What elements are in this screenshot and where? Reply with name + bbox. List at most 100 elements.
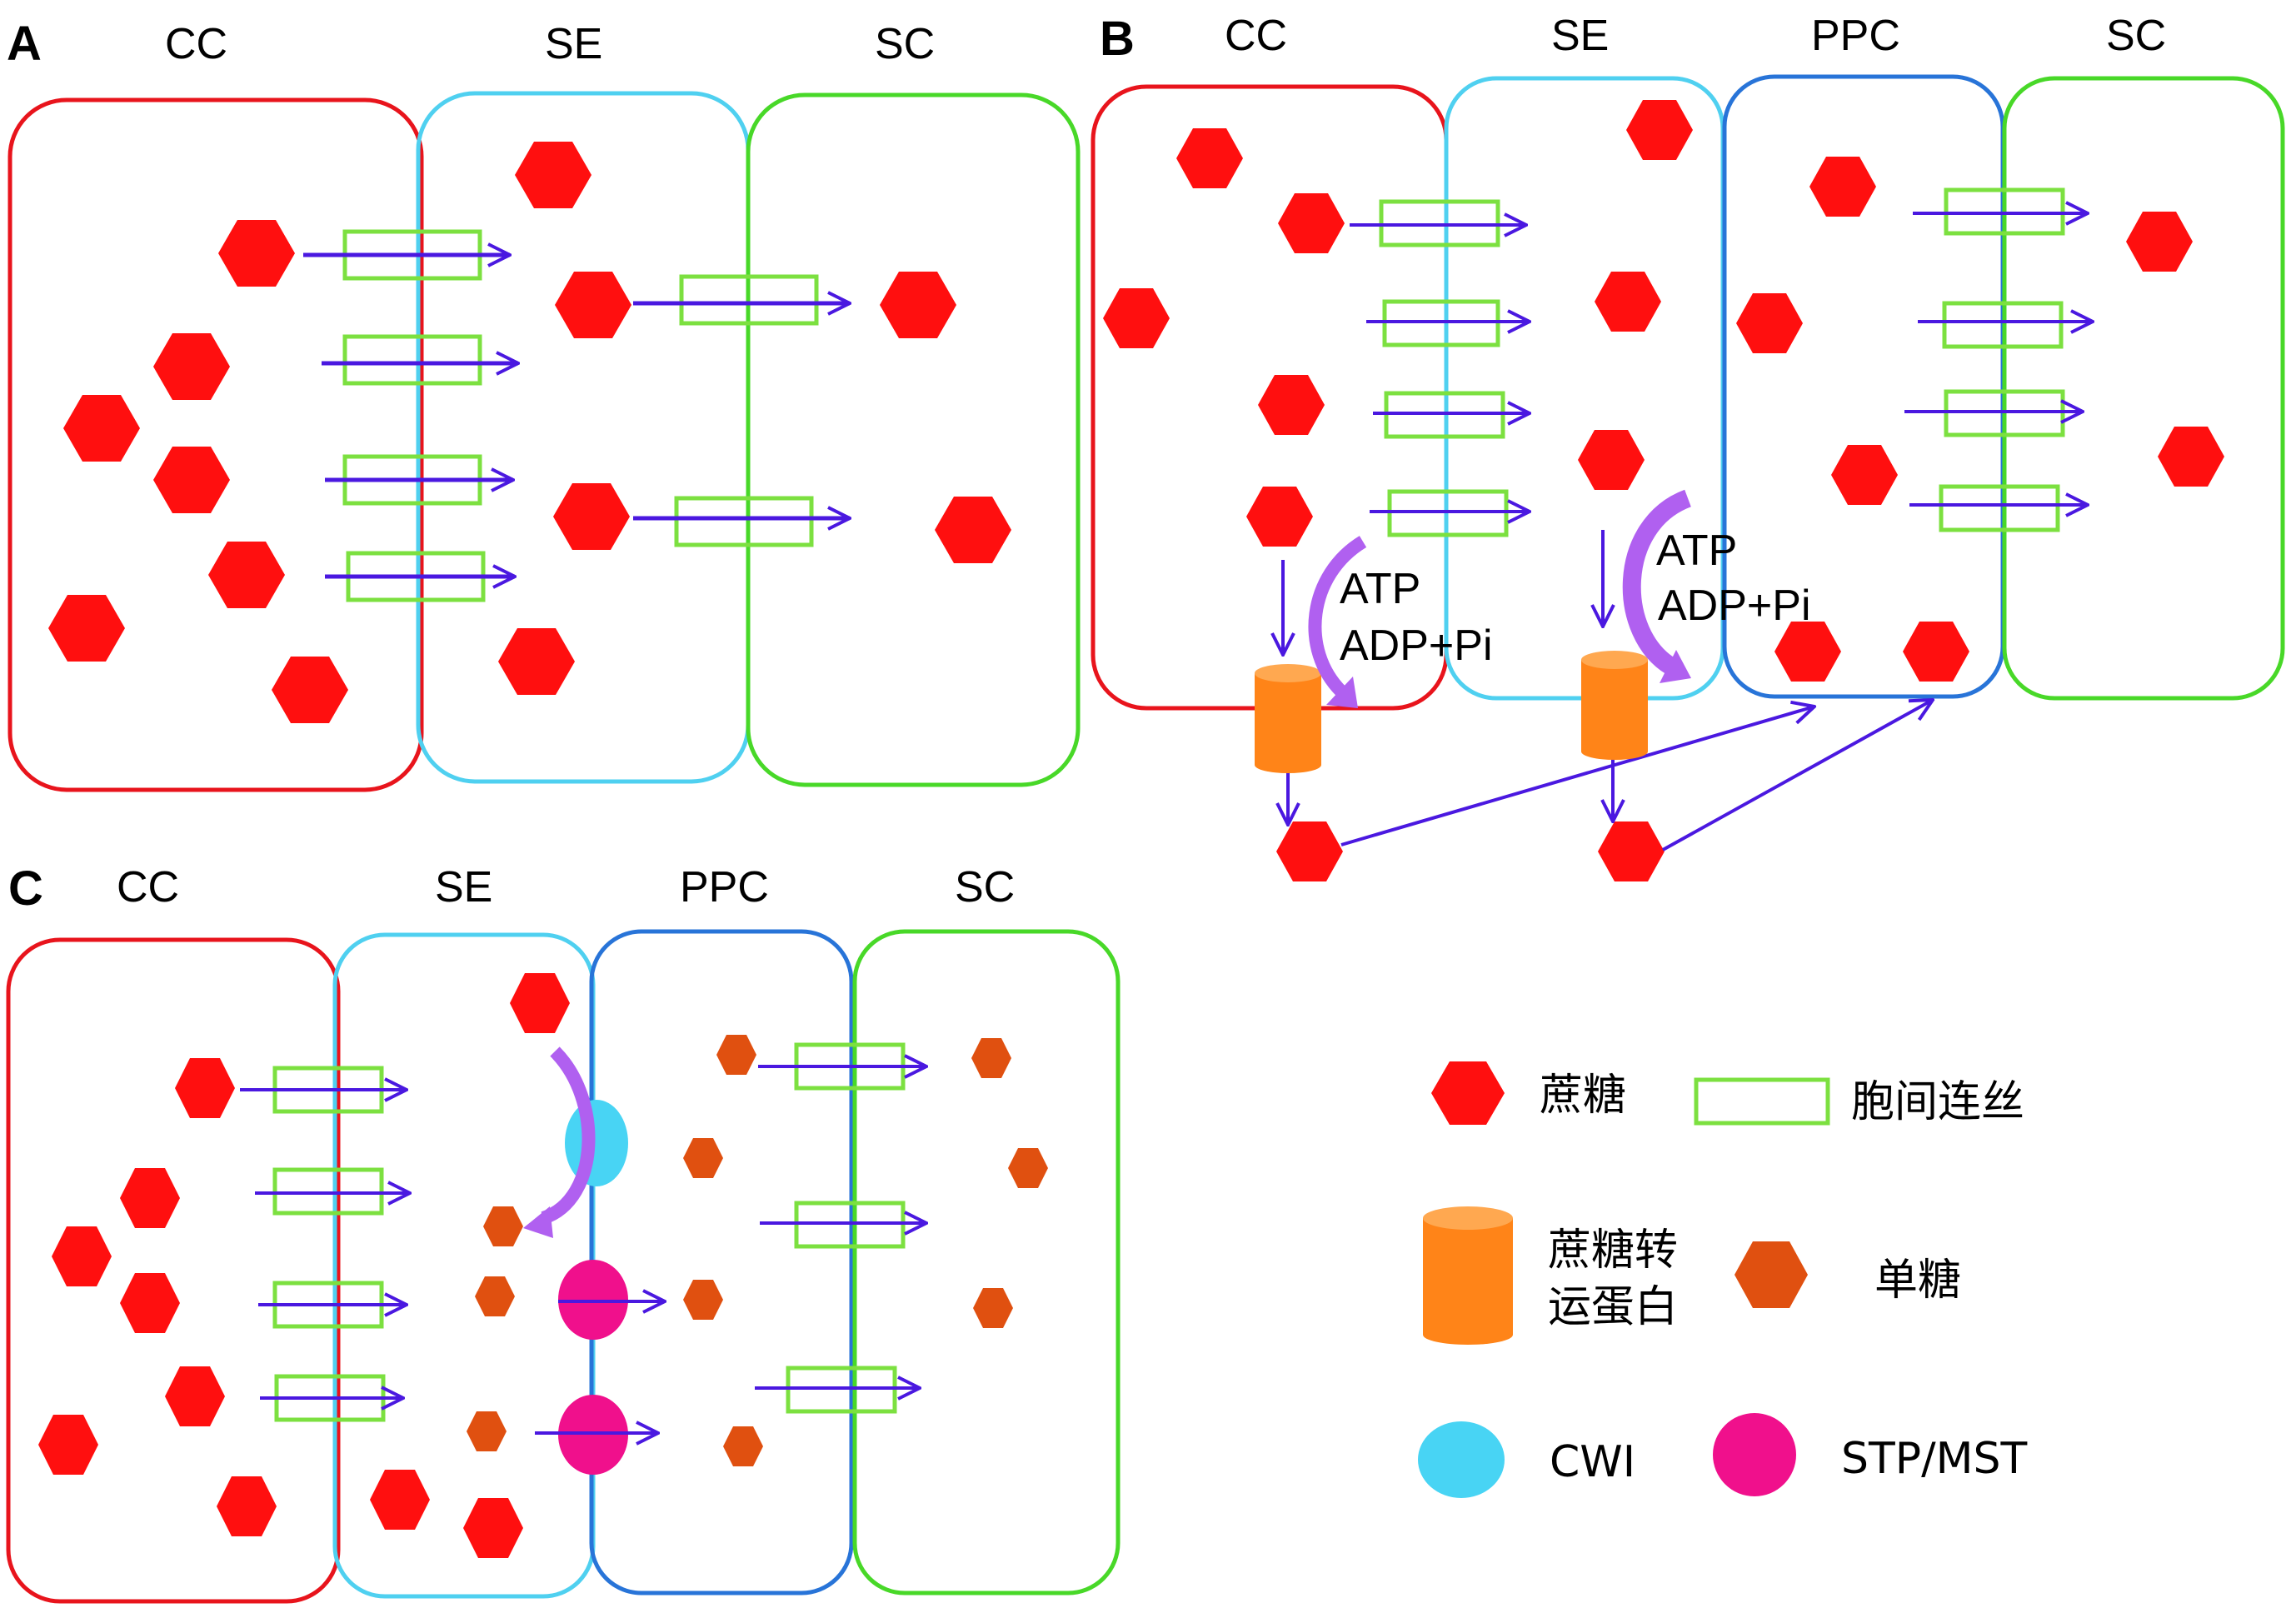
panel-c-sucrose-group xyxy=(38,973,570,1558)
sucrose-icon xyxy=(48,595,125,662)
sucrose-icon xyxy=(880,272,956,338)
sucrose-icon xyxy=(153,333,230,400)
legend-cwi-icon xyxy=(1418,1421,1505,1498)
sucrose-icon xyxy=(1103,288,1170,348)
legend-stp-mst-icon xyxy=(1713,1413,1796,1496)
panel-b-transporters xyxy=(1255,651,1648,773)
legend-sucrose-label: 蔗糖 xyxy=(1540,1071,1626,1121)
sucrose-icon xyxy=(1598,821,1665,881)
panel-c-sc-cell xyxy=(852,929,1121,1596)
sucrose-icon xyxy=(1736,293,1803,353)
panel-a-se-cell xyxy=(416,91,751,784)
sucrose-icon xyxy=(165,1366,225,1426)
sucrose-icon xyxy=(1278,193,1345,253)
sucrose-icon xyxy=(52,1226,112,1286)
monosaccharide-icon xyxy=(716,1035,756,1075)
panel-c-label-sc: SC xyxy=(955,863,1015,911)
legend-transporter-icon xyxy=(1423,1206,1513,1345)
sucrose-icon xyxy=(120,1273,180,1333)
legend-cwi-label: CWI xyxy=(1550,1437,1635,1487)
legend-transporter-label-2: 运蛋白 xyxy=(1548,1282,1678,1332)
sucrose-icon xyxy=(218,220,295,287)
sucrose-icon xyxy=(370,1470,430,1530)
sucrose-icon xyxy=(463,1498,523,1558)
cwi-icon xyxy=(565,1100,628,1186)
panel-b-label-ppc: PPC xyxy=(1811,12,1900,60)
legend-stp-mst-label: STP/MST xyxy=(1841,1434,2028,1484)
panel-a-letter: A xyxy=(7,17,42,71)
sucrose-icon xyxy=(2126,212,2193,272)
panel-b-label-se: SE xyxy=(1551,12,1609,60)
sucrose-icon xyxy=(175,1058,235,1118)
legend-plasmodesmata-label: 胞间连丝 xyxy=(1851,1077,2024,1127)
sucrose-icon xyxy=(38,1415,98,1475)
monosaccharide-icon xyxy=(973,1288,1013,1328)
panel-c-energy-arrows xyxy=(523,1046,596,1238)
legend-monosaccharide-label: 单糖 xyxy=(1874,1256,1961,1306)
atp-hydrolysis-arrowhead xyxy=(1660,650,1691,683)
monosaccharide-icon xyxy=(971,1038,1011,1078)
panel-b-label-cc: CC xyxy=(1225,12,1287,60)
panel-b-label-sc: SC xyxy=(2106,12,2166,60)
atp-hydrolysis-arrowhead xyxy=(1326,677,1358,708)
legend: 蔗糖 胞间连丝 蔗糖转 运蛋白 单糖 CWI STP/MST xyxy=(1418,1061,2028,1498)
sucrose-icon xyxy=(208,542,285,608)
panel-a-label-se: SE xyxy=(545,20,602,68)
panel-b-atp-1: ATP xyxy=(1340,565,1420,613)
monosaccharide-icon xyxy=(1008,1148,1048,1188)
panel-c-label-se: SE xyxy=(435,863,492,911)
panel-c-monosaccharide-group xyxy=(467,1035,1048,1466)
monosaccharide-icon xyxy=(475,1276,515,1316)
atp-hydrolysis-arrow xyxy=(1622,489,1692,675)
plasmodesma-icon xyxy=(1939,484,2060,532)
sucrose-icon xyxy=(1809,157,1876,217)
sucrose-icon xyxy=(498,628,575,695)
sucrose-icon xyxy=(2158,427,2224,487)
sucrose-transporter-icon xyxy=(1255,664,1321,773)
panel-a-sucrose-group xyxy=(48,142,1011,723)
monosaccharide-icon xyxy=(467,1411,507,1451)
panel-c-ppc-cell xyxy=(589,929,854,1596)
panel-b-atp-2: ATP xyxy=(1656,527,1737,575)
sucrose-icon xyxy=(1276,821,1343,881)
plasmodesma-icon xyxy=(679,274,819,326)
panel-c-letter: C xyxy=(8,861,43,916)
panel-a-arrows xyxy=(303,255,850,577)
cwi-hydrolysis-arrow xyxy=(541,1046,596,1225)
sucrose-icon xyxy=(1246,487,1313,547)
panel-b: B CC SE PPC SC xyxy=(1091,12,2285,881)
sucrose-icon xyxy=(1176,128,1243,188)
panel-c-arrows xyxy=(240,1066,926,1433)
sucrose-icon xyxy=(553,483,630,550)
sucrose-icon xyxy=(510,973,570,1033)
panel-b-adp-1: ADP+Pi xyxy=(1340,622,1493,670)
atp-hydrolysis-arrow xyxy=(1308,536,1367,697)
sucrose-icon xyxy=(1578,430,1645,490)
legend-monosaccharide-icon xyxy=(1734,1241,1808,1308)
sucrose-icon xyxy=(217,1476,277,1536)
panel-c-label-cc: CC xyxy=(117,863,179,911)
sucrose-icon xyxy=(935,497,1011,563)
panel-b-adp-2: ADP+Pi xyxy=(1658,582,1811,630)
sucrose-icon xyxy=(555,272,631,338)
panel-c-label-ppc: PPC xyxy=(680,863,769,911)
sucrose-icon xyxy=(1258,375,1325,435)
sucrose-transporter-icon xyxy=(1581,651,1648,760)
monosaccharide-icon xyxy=(683,1280,723,1320)
panel-a-label-cc: CC xyxy=(165,20,227,68)
sucrose-icon xyxy=(1595,272,1661,332)
panel-a-label-sc: SC xyxy=(875,20,935,68)
panel-b-energy-arrows xyxy=(1308,489,1692,708)
panel-a-sc-cell xyxy=(746,92,1081,787)
sucrose-icon xyxy=(1774,622,1841,682)
panel-b-sucrose-group xyxy=(1103,100,2224,881)
panel-a: A CC SE SC xyxy=(7,17,1081,792)
legend-plasmodesma-icon xyxy=(1694,1077,1830,1126)
legend-sucrose-icon xyxy=(1431,1061,1505,1125)
sucrose-icon xyxy=(1903,622,1969,682)
sucrose-icon xyxy=(153,447,230,513)
legend-transporter-label-1: 蔗糖转 xyxy=(1548,1226,1678,1276)
monosaccharide-icon xyxy=(683,1138,723,1178)
sucrose-icon xyxy=(1831,445,1898,505)
